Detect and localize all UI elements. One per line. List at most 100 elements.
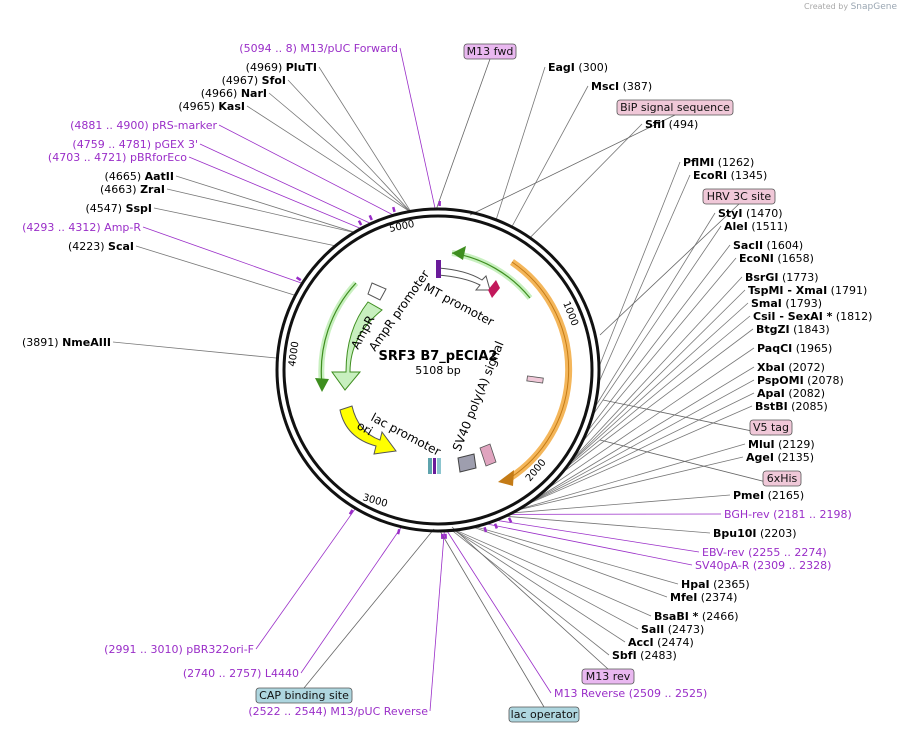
site-label-mlui: MluI (2129)	[748, 438, 815, 451]
leader-line	[529, 123, 643, 239]
leader-line	[439, 530, 545, 708]
leader-line	[567, 302, 749, 466]
leader-line	[511, 85, 589, 228]
plasmid-length: 5108 bp	[415, 364, 460, 377]
primer-mark	[483, 526, 488, 533]
feature-label-ori: ori	[355, 418, 376, 438]
leader-line	[517, 456, 744, 511]
leader-line	[446, 530, 552, 694]
leader-line	[495, 66, 546, 220]
site-label-sspi: (4547) SspI	[85, 202, 152, 215]
site-label-ecori: EcoRI (1345)	[693, 169, 767, 182]
box-label-v5-tag: V5 tag	[753, 421, 789, 434]
lac-block-b	[433, 458, 436, 474]
site-label-pflmi: PflMI (1262)	[683, 156, 754, 169]
site-label-nari: (4966) NarI	[201, 87, 267, 100]
leader-line	[451, 530, 610, 656]
mt-block-2	[488, 280, 500, 298]
leader-line	[602, 399, 772, 436]
site-label-btgzi: BtgZI (1843)	[756, 323, 830, 336]
site-label-sv40pa-r-2309-2328: SV40pA-R (2309 .. 2328)	[695, 559, 831, 572]
leader-line	[518, 443, 746, 510]
box-m13-rev	[581, 668, 635, 685]
leader-line	[455, 529, 652, 617]
site-label-pspomi: PspOMI (2078)	[757, 374, 844, 387]
site-label-bpu10i: Bpu10I (2203)	[713, 527, 797, 540]
tick-label-5000: 5000	[388, 219, 415, 235]
leader-line	[485, 523, 693, 566]
leader-line	[303, 528, 435, 689]
tick-label-4000: 4000	[287, 341, 301, 368]
leader-line	[453, 529, 626, 643]
site-label-m13-reverse-2509-2525: M13 Reverse (2509 .. 2525)	[554, 687, 707, 700]
site-label-4293-4312-amp-r: (4293 .. 4312) Amp-R	[22, 221, 141, 234]
leader-line	[142, 226, 303, 284]
primer-mark	[368, 214, 373, 221]
site-label-ebv-rev-2255-2274: EBV-rev (2255 .. 2274)	[702, 546, 827, 559]
site-label-bgh-rev-2181-2198: BGH-rev (2181 .. 2198)	[724, 508, 852, 521]
leader-line	[473, 526, 668, 598]
leader-line	[318, 66, 411, 212]
site-label-csii-sexai: CsiI - SexAI * (1812)	[753, 310, 872, 323]
leader-line	[594, 212, 716, 409]
leader-line	[469, 114, 676, 216]
lac-block-a	[428, 458, 432, 474]
box-label-lac-operator: lac operator	[511, 708, 578, 721]
leader-line	[565, 315, 751, 469]
leader-line	[495, 519, 700, 553]
lac-block-c	[437, 458, 441, 474]
site-label-scai: (4223) ScaI	[68, 240, 134, 253]
site-label-sbfi: SbfI (2483)	[612, 649, 677, 662]
site-label-smai: SmaI (1793)	[751, 297, 822, 310]
pink-block-bottom	[479, 443, 497, 467]
site-label-xbai: XbaI (2072)	[757, 361, 825, 374]
leader-line	[592, 225, 722, 416]
box-cap-binding-site	[255, 687, 353, 704]
leader-line	[175, 175, 355, 233]
leader-line	[287, 79, 411, 212]
primer-mark	[507, 517, 513, 523]
leader-line	[544, 347, 755, 491]
site-label-mfei: MfeI (2374)	[670, 591, 737, 604]
box-m13-fwd	[463, 43, 517, 60]
site-label-agei: AgeI (2135)	[746, 451, 814, 464]
site-label-bsrgi: BsrGI (1773)	[745, 271, 819, 284]
primer-mark	[348, 509, 354, 515]
mt-block-1	[436, 260, 441, 278]
snapgene-credit: Created by SnapGene	[804, 2, 897, 12]
leader-line	[268, 92, 411, 212]
box-label-m13-rev: M13 rev	[586, 670, 631, 683]
box-label-cap-binding-site: CAP binding site	[259, 689, 349, 702]
box-lac-operator	[508, 706, 580, 723]
feature-orange-arc-edge	[509, 261, 570, 479]
leader-line	[525, 405, 753, 506]
leader-line	[527, 366, 755, 504]
leader-line	[112, 341, 278, 359]
site-label-nmeaiii: (3891) NmeAIII	[22, 336, 111, 349]
leader-line	[567, 289, 746, 466]
box-6xhis	[762, 470, 802, 487]
box-v5-tag	[749, 419, 793, 436]
green-left-arrowhead	[315, 378, 329, 392]
credit-prefix: Created by	[804, 2, 849, 11]
site-label-pmei: PmeI (2165)	[733, 489, 804, 502]
site-label-2991-3010-pbr322ori-f: (2991 .. 3010) pBR322ori-F	[104, 643, 254, 656]
snapgene-logo: SnapGene	[850, 2, 897, 12]
site-label-2740-2757-l4440: (2740 .. 2757) L4440	[183, 667, 299, 680]
box-bip-signal-sequence	[616, 99, 734, 116]
plasmid-name: SRF3 B7_pECIA2	[379, 349, 498, 364]
site-label-acci: AccI (2474)	[628, 636, 694, 649]
box-label-hrv-3c-site: HRV 3C site	[707, 190, 772, 203]
leader-line	[599, 439, 783, 487]
leader-line	[399, 47, 436, 210]
primer-mark	[357, 220, 363, 226]
site-label-sfoi: (4967) SfoI	[222, 74, 286, 87]
site-label-2522-2544-m13-puc-reverse: (2522 .. 2544) M13/pUC Reverse	[248, 705, 428, 718]
green-top-arrowhead	[452, 246, 466, 260]
site-label-sfii: SfiI (494)	[645, 118, 698, 131]
right-labels: EagI (300)MscI (387)SfiI (494)PflMI (126…	[548, 61, 872, 700]
leader-line	[598, 161, 681, 368]
leader-line	[246, 105, 411, 212]
ori-arrow	[339, 405, 397, 455]
